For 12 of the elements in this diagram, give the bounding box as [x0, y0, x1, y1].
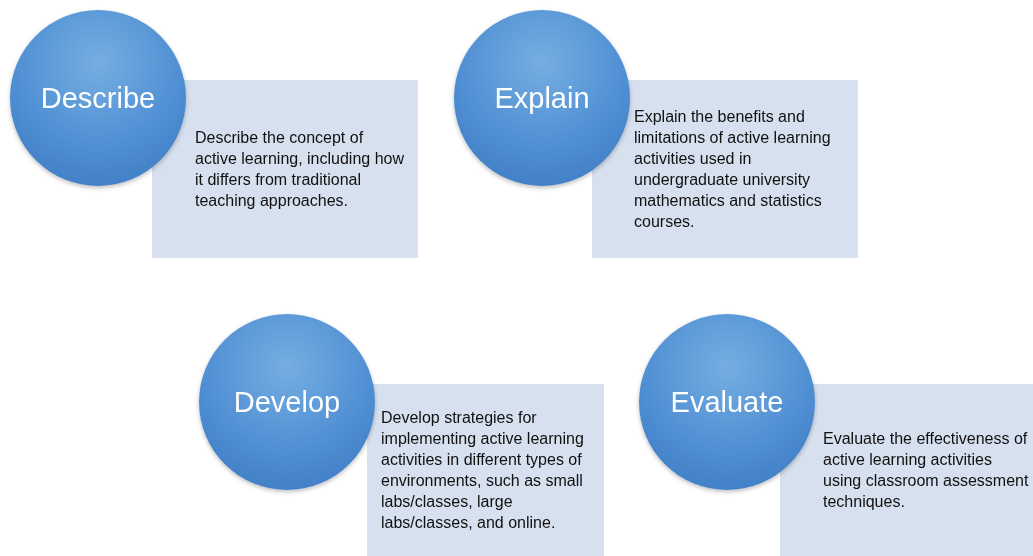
text-panel: [592, 80, 858, 258]
node-title: Evaluate: [670, 385, 784, 419]
description-text: Describe the concept of active learning, including how it differs from traditional teaching approaches.: [195, 128, 404, 211]
text-panel: [152, 80, 418, 258]
description-text: Explain the benefits and limitations of active learning activities used in undergraduate university mathematics and statistics courses.: [634, 107, 832, 232]
description-text: Develop strategies for implementing active learning activities in different types of environments, such as small labs/classes, large labs/classes, and online.: [381, 408, 585, 533]
description-text: Evaluate the effectiveness of active learning activities using classroom assessment techniques.: [823, 429, 1029, 512]
node-title: Develop: [233, 385, 341, 419]
node-title: Describe: [40, 81, 156, 115]
text-panel: [780, 384, 1033, 556]
node-title: Explain: [494, 81, 590, 115]
text-panel: [367, 384, 604, 556]
